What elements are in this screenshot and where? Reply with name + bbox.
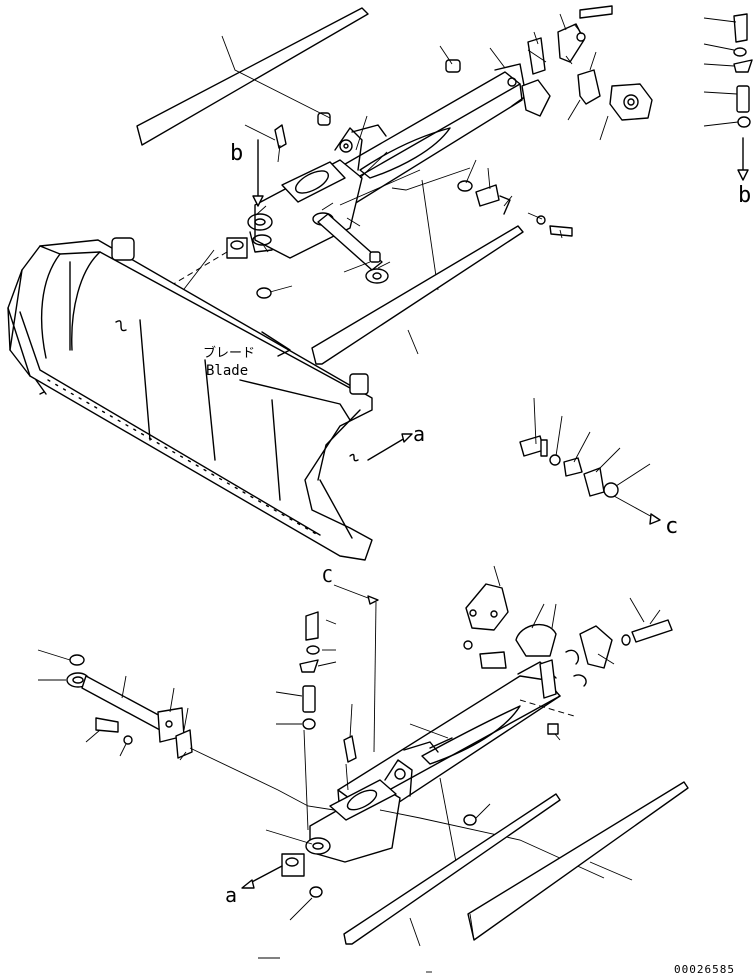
drawing-number: 00026585 — [674, 963, 735, 976]
upper-right-parts — [521, 5, 653, 121]
cover-plate-lower-left — [343, 793, 561, 947]
blade-label-jp: ブレード — [203, 345, 255, 361]
lower-right-parts — [463, 565, 673, 687]
cover-plate-upper — [136, 7, 369, 146]
marker-b-left-arrow — [252, 139, 264, 207]
cover-plate-lower-right — [467, 781, 689, 941]
blade-label-en: Blade — [206, 363, 248, 379]
marker-a-upper: a — [349, 422, 425, 462]
marker-b-left-text: b — [230, 141, 243, 166]
lower-left-rod — [37, 649, 335, 811]
lower-centre-column — [275, 611, 357, 831]
middle-right-parts: c — [519, 397, 678, 539]
lower-trunnion-block — [305, 737, 453, 863]
marker-C-text: C — [322, 566, 333, 587]
marker-a-upper-text: a — [413, 422, 425, 446]
squiggle-blade-left — [115, 320, 127, 332]
upper-leader-lines — [129, 13, 609, 355]
marker-b-right-text: b — [738, 183, 751, 208]
marker-c-right-text: c — [665, 514, 678, 539]
blade — [7, 237, 373, 561]
upper-brace-rod — [317, 213, 389, 284]
marker-a-lower-text: a — [225, 883, 237, 907]
cover-plate-middle — [311, 225, 524, 365]
upper-right-column — [703, 13, 753, 181]
marker-C-leader — [333, 584, 379, 753]
